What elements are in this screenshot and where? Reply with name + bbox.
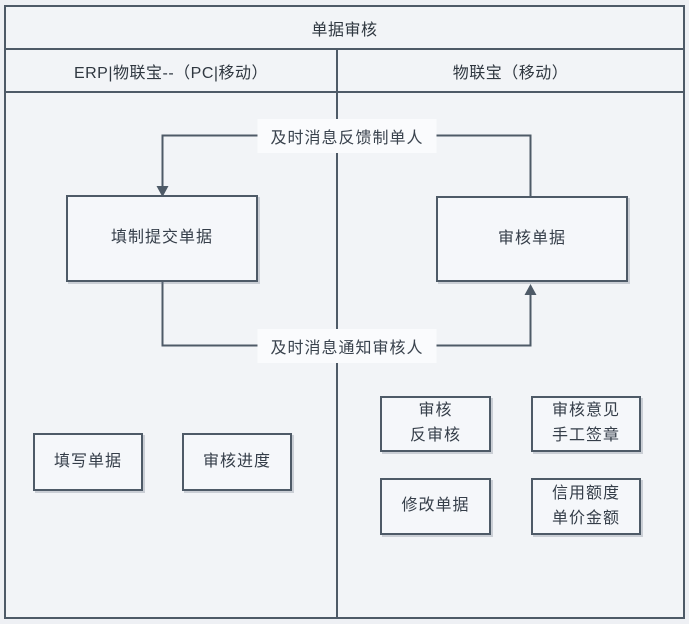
flow-label-notify: 及时消息通知审核人 xyxy=(257,329,437,363)
node-label: 审核进度 xyxy=(202,452,271,470)
node-label-line1: 审核意见 xyxy=(551,402,620,420)
node-label: 审核单据 xyxy=(497,229,566,247)
diagram-title: 单据审核 xyxy=(311,21,378,39)
node-modify-doc: 修改单据 xyxy=(380,478,491,535)
node-label-line1: 信用额度 xyxy=(551,484,620,502)
node-fill-submit: 填制提交单据 xyxy=(66,195,258,282)
node-opinion-sign: 审核意见 手工签章 xyxy=(531,396,641,452)
node-review-unreview: 审核 反审核 xyxy=(380,396,491,452)
node-label: 填制提交单据 xyxy=(110,229,213,247)
header-divider xyxy=(4,91,685,93)
node-label-line1: 审核 xyxy=(418,402,453,420)
node-label-line2: 单价金额 xyxy=(551,509,620,527)
flow-label-feedback: 及时消息反馈制单人 xyxy=(257,119,437,153)
node-fill-doc: 填写单据 xyxy=(33,433,143,491)
node-credit-amount: 信用额度 单价金额 xyxy=(531,478,641,535)
lane-header-wulianbao: 物联宝（移动） xyxy=(452,64,569,82)
title-divider xyxy=(4,48,685,50)
node-label-line2: 反审核 xyxy=(409,427,461,444)
node-label-line2: 手工签章 xyxy=(551,427,620,444)
node-label: 填写单据 xyxy=(53,452,122,470)
node-review-doc: 审核单据 xyxy=(436,196,628,282)
node-label: 修改单据 xyxy=(401,497,470,515)
node-review-progress: 审核进度 xyxy=(182,433,292,491)
lane-header-erp: ERP|物联宝--（PC|移动） xyxy=(73,64,269,82)
